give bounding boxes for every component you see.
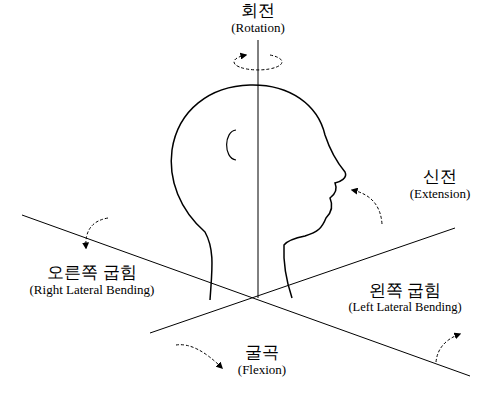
extension-arrow	[352, 190, 382, 224]
axis-name-korean: 회전	[241, 2, 275, 21]
vertical-axis	[258, 40, 259, 298]
axis-name-korean: 오른쪽 굽힘	[47, 264, 136, 283]
axis-name-english: (Extension)	[410, 187, 471, 201]
lateral-axis	[22, 215, 470, 376]
axis-name-korean: 신전	[423, 168, 457, 187]
flexion-arrow	[176, 345, 222, 368]
ear	[227, 130, 236, 160]
sagittal-axis	[150, 228, 455, 333]
axis-name-english: (Right Lateral Bending)	[30, 283, 155, 297]
axis-name-english: (Left Lateral Bending)	[348, 301, 461, 315]
right-bending-arrow	[86, 218, 108, 248]
head-outline	[171, 85, 345, 300]
axis-name-korean: 왼쪽 굽힘	[369, 282, 441, 301]
rotation-arrow	[234, 55, 282, 70]
axis-name-english: (Flexion)	[238, 363, 286, 377]
left-bending-arrow	[436, 334, 460, 362]
axis-name-english: (Rotation)	[231, 21, 284, 35]
axis-name-korean: 굴곡	[245, 344, 279, 363]
